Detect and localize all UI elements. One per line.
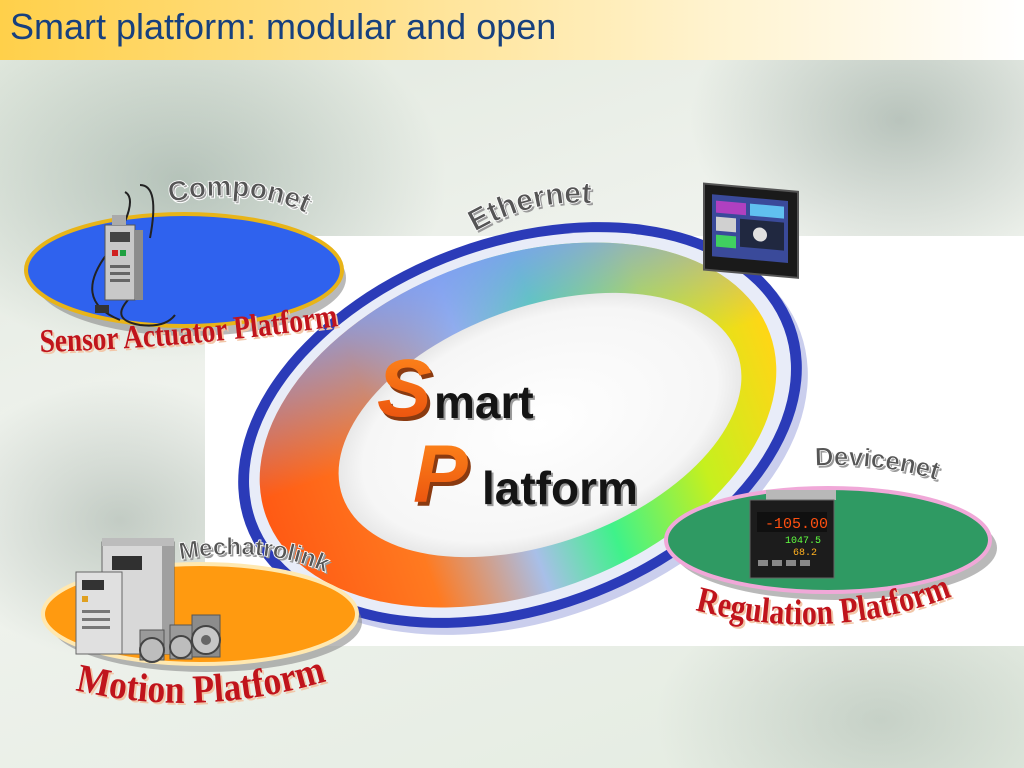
controller-pv-reading: -105.00 xyxy=(765,516,828,533)
temperature-controller-image: -105.00 1047.5 68.2 xyxy=(750,490,836,578)
componet-label: Componet xyxy=(165,170,315,218)
logo-latform-text: latform xyxy=(482,462,638,514)
logo-mart-text: mart xyxy=(434,376,534,428)
logo-p-letter: P xyxy=(413,429,468,520)
logo-s-letter: S xyxy=(377,343,432,434)
controller-mv-reading: 68.2 xyxy=(793,548,817,559)
controller-sv-reading: 1047.5 xyxy=(785,536,821,547)
touch-panel-image xyxy=(704,184,798,278)
